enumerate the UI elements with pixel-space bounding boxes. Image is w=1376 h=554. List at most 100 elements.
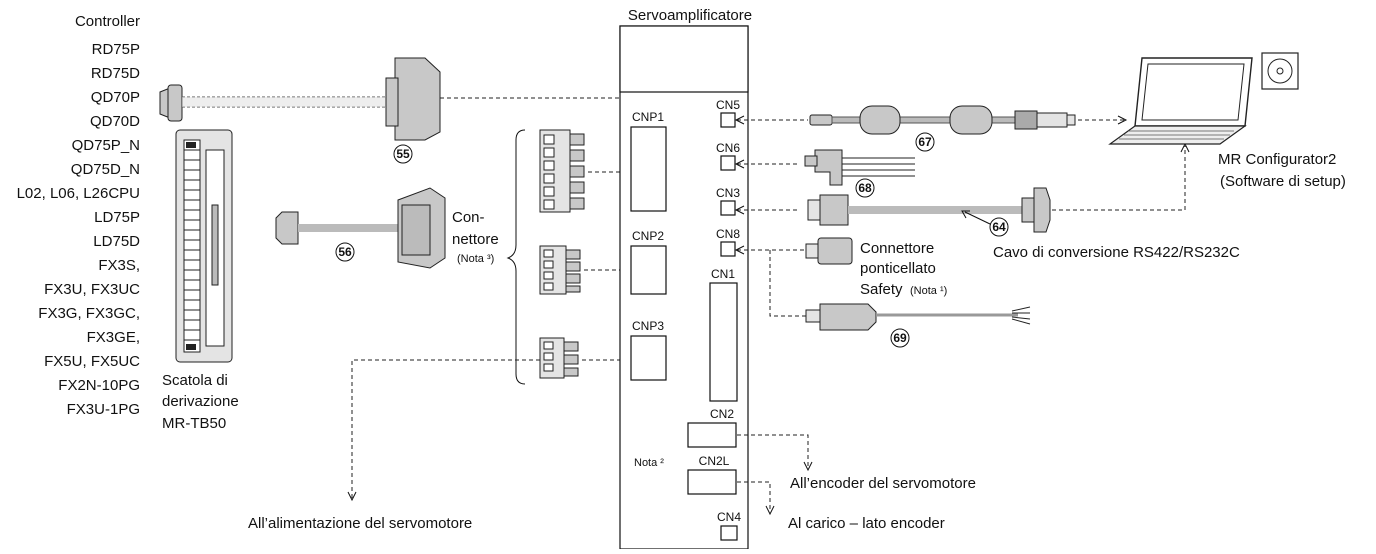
cable-69-link <box>769 250 806 317</box>
connector-brace <box>506 129 526 385</box>
controller-model-list: RD75P RD75D QD70P QD70D QD75P_N QD75D_N … <box>17 41 141 418</box>
arrow-head <box>1117 115 1128 125</box>
cable-69-number-badge <box>890 328 910 348</box>
jumper-label: Safety <box>860 281 903 298</box>
controller-model: FX5U, FX5UC <box>44 353 140 370</box>
controller-model: FX3S, <box>98 257 140 274</box>
cable-64-number: 64 <box>992 220 1006 234</box>
cable-56-number: 56 <box>338 245 352 259</box>
cnp3-port <box>630 335 667 381</box>
cable-56-icon <box>275 187 446 269</box>
cable-68-icon <box>804 149 915 186</box>
controller-model: FX3GE, <box>87 329 140 346</box>
arrow-head <box>803 461 813 472</box>
cd-rom-icon <box>1261 52 1299 90</box>
arrow-head <box>734 115 745 125</box>
connector-note: (Nota ³) <box>457 253 494 265</box>
cable-69-number: 69 <box>893 331 907 345</box>
terminal-block-label: MR-TB50 <box>162 415 226 432</box>
cn6-port <box>720 155 736 171</box>
cn2l-link <box>737 481 771 512</box>
cnp2-label: CNP2 <box>632 229 664 243</box>
controller-model: FX3U, FX3UC <box>44 281 140 298</box>
cable-67-number: 67 <box>918 135 932 149</box>
safety-jumper-icon <box>805 237 853 265</box>
connector-label: Con- <box>452 209 485 226</box>
jumper-note: (Nota ¹) <box>910 285 947 297</box>
controller-model: LD75P <box>94 209 140 226</box>
cable-69-icon <box>805 303 1031 331</box>
cn2l-port <box>687 469 737 495</box>
cn4-port <box>720 525 738 541</box>
cable-56-number-badge <box>335 242 355 262</box>
cnp2-plug-icon <box>539 245 581 295</box>
cnp1-port <box>630 126 667 212</box>
arrow-head <box>961 210 970 219</box>
cn3-port <box>720 200 736 216</box>
cn1-label: CN1 <box>711 267 735 281</box>
controller-model: QD70P <box>91 89 140 106</box>
cn2-link <box>737 434 809 468</box>
cnp2-port <box>630 245 667 295</box>
controller-model: FX3U-1PG <box>67 401 140 418</box>
cn2-label: CN2 <box>710 407 734 421</box>
power-link <box>351 359 540 498</box>
power-destination-label: All’alimentazione del servomotore <box>248 515 472 532</box>
encoder-destination-label: All’encoder del servomotore <box>790 475 976 492</box>
cable-64-number-badge <box>989 217 1009 237</box>
rs-conversion-cable-icon <box>807 187 1051 233</box>
connector-label: nettore <box>452 231 499 248</box>
controller-model: FX3G, FX3GC, <box>38 305 140 322</box>
cn1-port <box>709 282 738 402</box>
software-label: (Software di setup) <box>1220 173 1346 190</box>
controller-heading: Controller <box>75 13 140 30</box>
cn3-label: CN3 <box>716 186 740 200</box>
amplifier-title: Servoamplificatore <box>628 7 752 24</box>
controller-model: QD75P_N <box>72 137 140 154</box>
rs-cable-label: Cavo di conversione RS422/RS232C <box>993 244 1240 261</box>
cnp1-label: CNP1 <box>632 110 664 124</box>
cn2l-label: CN2L <box>699 454 730 468</box>
cn2-port <box>687 422 737 448</box>
cable-68-number: 68 <box>858 181 872 195</box>
laptop-icon <box>1108 57 1253 145</box>
arrow-head <box>734 159 745 169</box>
arrow-head <box>734 245 745 255</box>
rs-to-pc-link <box>1052 146 1186 211</box>
controller-model: QD70D <box>90 113 140 130</box>
controller-model: RD75P <box>92 41 140 58</box>
controller-model: L02, L06, L26CPU <box>17 185 140 202</box>
cnp1-plug-icon <box>539 129 585 213</box>
cn8-port <box>720 241 736 257</box>
leader-line <box>964 211 991 225</box>
jumper-label: Connettore <box>860 240 934 257</box>
terminal-block-icon <box>175 129 233 363</box>
arrow-head <box>347 491 357 502</box>
cn6-label: CN6 <box>716 141 740 155</box>
controller-model: LD75D <box>93 233 140 250</box>
cn5-port <box>720 112 736 128</box>
amplifier-note: Nota ² <box>634 457 664 469</box>
cnp3-label: CNP3 <box>632 319 664 333</box>
cn8-label: CN8 <box>716 227 740 241</box>
jumper-label: ponticellato <box>860 260 936 277</box>
amplifier-top-panel <box>619 25 749 93</box>
cn4-label: CN4 <box>717 510 741 524</box>
terminal-block-label: Scatola di <box>162 372 228 389</box>
cable-55-number: 55 <box>396 147 410 161</box>
software-label: MR Configurator2 <box>1218 151 1336 168</box>
arrow-head <box>734 205 745 215</box>
controller-model: FX2N-10PG <box>58 377 140 394</box>
terminal-block-label: derivazione <box>162 393 239 410</box>
cable-55-number-badge <box>393 144 413 164</box>
cable-68-number-badge <box>855 178 875 198</box>
cnp3-plug-icon <box>539 337 579 379</box>
cn5-label: CN5 <box>716 98 740 112</box>
controller-model: QD75D_N <box>71 161 140 178</box>
cable-67-number-badge <box>915 132 935 152</box>
arrow-head <box>765 505 775 516</box>
usb-cable-67-icon <box>809 105 1076 135</box>
controller-model: RD75D <box>91 65 140 82</box>
